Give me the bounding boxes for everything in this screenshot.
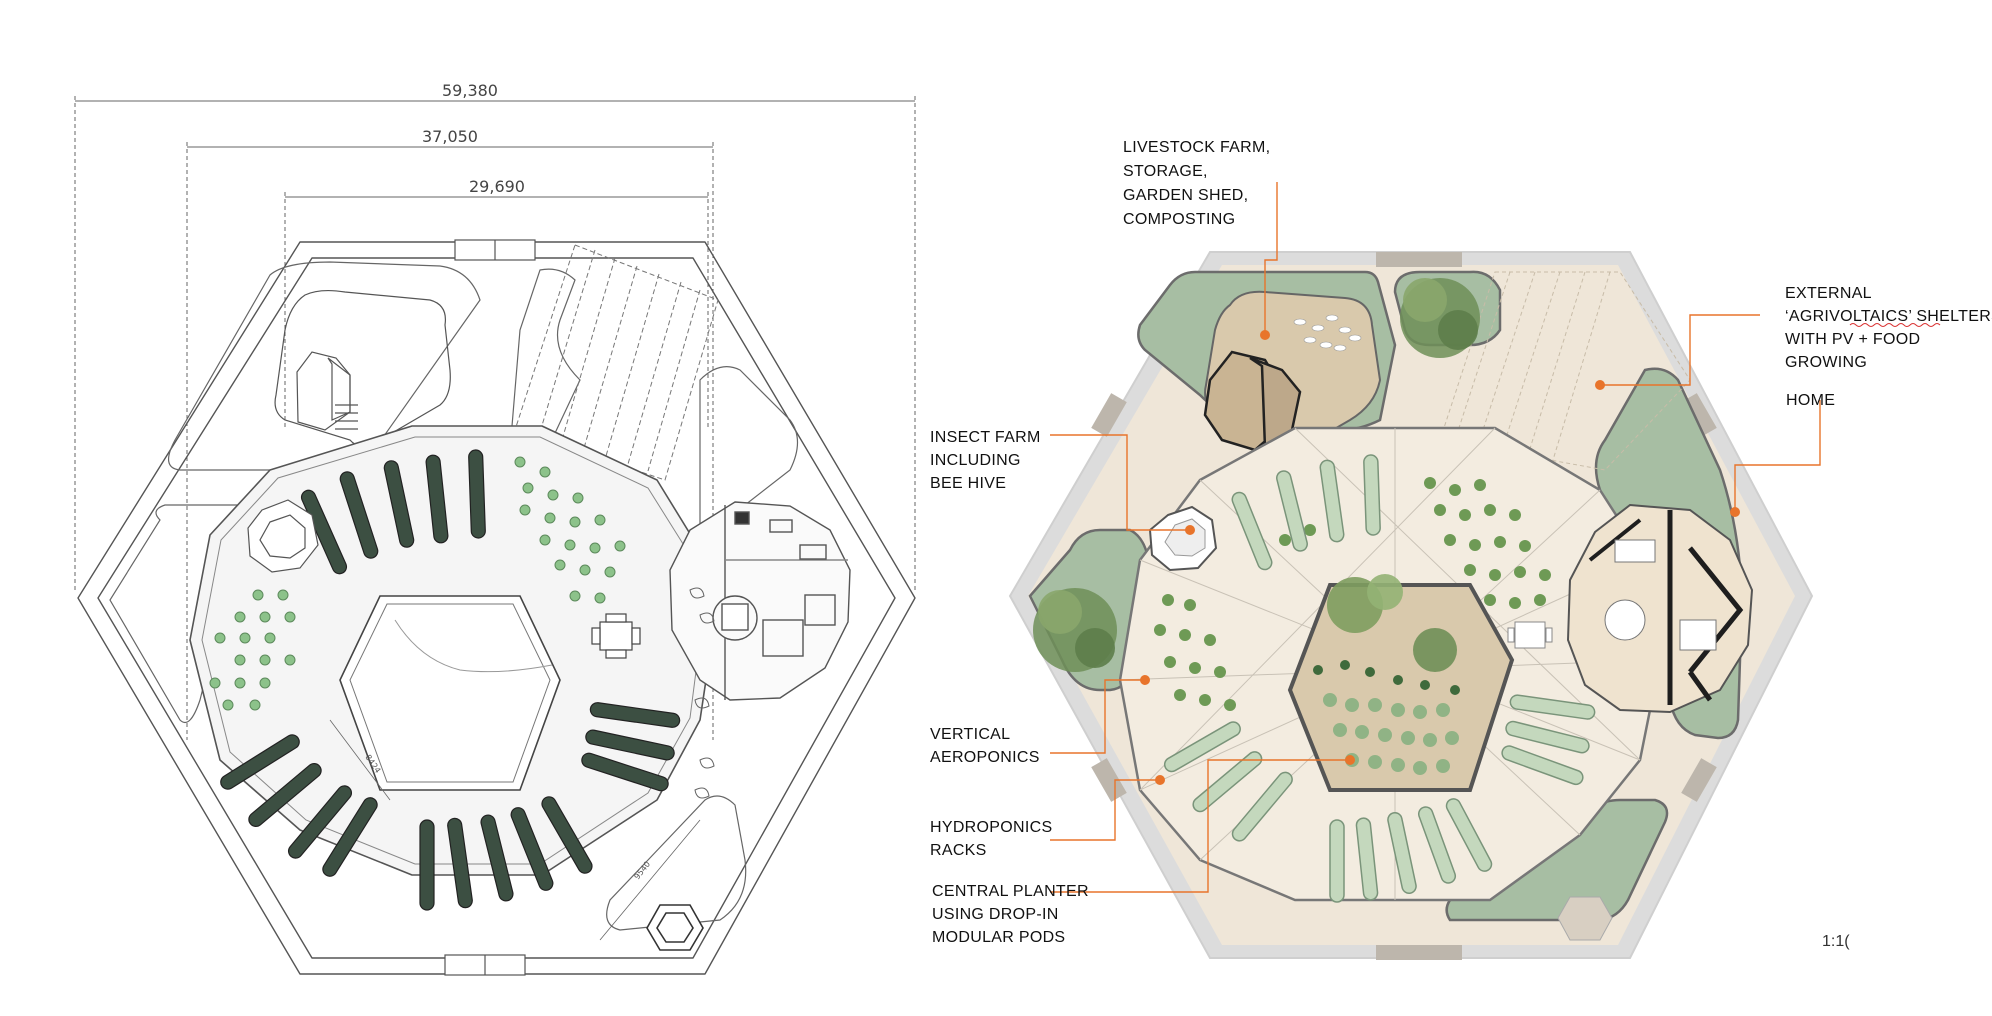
dimension-inner: 29,690 [469,177,525,196]
render-bench [1557,896,1613,941]
home-plan [669,501,851,701]
render-insect-farm [1148,505,1218,572]
scale-label: 1:1( [1822,933,1850,950]
callout-leaders [1050,182,1821,893]
callout-dots [1140,330,1740,785]
site-boundary [77,241,916,975]
dimension-path: 9540 [632,860,652,882]
central-planter-outline [339,595,561,791]
render-home [1566,503,1754,714]
render-central-planter [1287,574,1515,792]
callout-agrivoltaics-line-4: GROWING [1785,354,1867,371]
render-agrivoltaic-field [1439,271,1691,471]
render-entry-pads [1091,252,1717,960]
line-floor-plan: 59,380 37,050 29,690 [74,81,916,976]
callout-home-label: HOME [1786,392,1835,409]
callout-agrivoltaics-line-1: EXTERNAL [1785,285,1872,302]
callout-hydroponics: HYDROPONICS RACKS [930,819,1052,859]
render-aeroponic-towers [1154,477,1551,711]
path-dimension-line [599,819,701,941]
render-lounge-furniture [1507,621,1553,649]
callout-insect: INSECT FARM INCLUDING BEE HIVE [930,429,1041,492]
callout-agrivoltaics: EXTERNAL ‘AGRIVOLTAICS’ SHELTERS WITH PV… [1785,285,1992,371]
dimension-overall: 59,380 [442,81,498,100]
callout-livestock-line-2: STORAGE, [1123,163,1208,180]
callout-home: HOME [1786,392,1835,409]
callout-insect-line-3: BEE HIVE [930,475,1006,492]
agrivoltaic-shelters [514,244,719,481]
callout-hydroponics-line-2: RACKS [930,842,987,859]
callout-aeroponics: VERTICAL AEROPONICS [930,726,1040,766]
dimension-middle: 37,050 [422,127,478,146]
hydroponic-racks-plan [220,449,681,911]
render-hydroponic-racks [1163,454,1596,903]
callout-agrivoltaics-line-3: WITH PV + FOOD [1785,331,1920,348]
callout-insect-line-2: INCLUDING [930,452,1021,469]
callout-livestock: LIVESTOCK FARM, STORAGE, GARDEN SHED, CO… [1123,139,1270,228]
lounge-furniture [591,613,641,659]
callout-central-line-2: USING DROP-IN [932,906,1059,923]
boundary-leaves [689,587,715,799]
livestock-enclosure [274,289,451,447]
callout-central-line-3: MODULAR PODS [932,929,1065,946]
callout-aeroponics-line-2: AEROPONICS [930,749,1040,766]
callout-hydroponics-line-1: HYDROPONICS [930,819,1052,836]
site-entries [444,239,536,976]
central-dimension-line [329,719,391,801]
callout-agrivoltaics-line-2: ‘AGRIVOLTAICS’ SHELTERS [1785,308,1992,325]
callout-livestock-line-4: COMPOSTING [1123,211,1235,228]
callout-central: CENTRAL PLANTER USING DROP-IN MODULAR PO… [932,883,1089,946]
callout-central-line-1: CENTRAL PLANTER [932,883,1089,900]
aeroponic-towers-plan [209,456,626,711]
callout-aeroponics-line-1: VERTICAL [930,726,1010,743]
rendered-floor-plan: LIVESTOCK FARM, STORAGE, GARDEN SHED, CO… [930,139,1992,960]
insect-farm-plan [247,499,319,573]
callout-livestock-line-3: GARDEN SHED, [1123,187,1248,204]
callout-livestock-line-1: LIVESTOCK FARM, [1123,139,1270,156]
bench-hexagon [646,904,704,951]
callout-insect-line-1: INSECT FARM [930,429,1041,446]
render-trees [1033,278,1480,672]
